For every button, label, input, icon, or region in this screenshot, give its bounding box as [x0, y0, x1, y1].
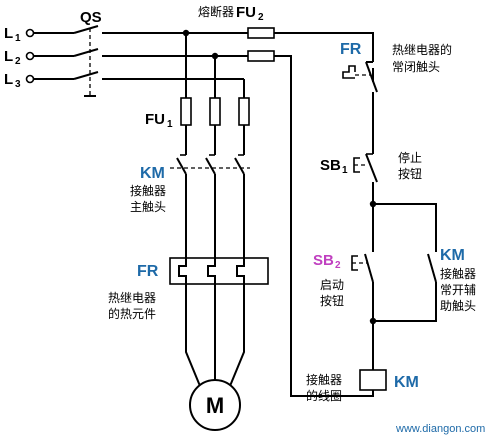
fuse-fu1: FU 1	[145, 97, 250, 130]
wire-u-motor	[185, 284, 201, 387]
svg-text:按钮: 按钮	[398, 166, 422, 181]
watermark: www.diangon.com	[395, 423, 485, 435]
terminal-l1: L 1	[4, 25, 35, 44]
fr-nc-contact: FR 热继电器的 常闭触头	[340, 41, 452, 93]
svg-text:接触器: 接触器	[130, 183, 166, 198]
qs-switch: QS	[73, 9, 102, 97]
svg-text:FR: FR	[137, 263, 159, 280]
svg-text:1: 1	[15, 33, 21, 44]
svg-text:停止: 停止	[398, 150, 422, 165]
svg-text:KM: KM	[440, 247, 465, 264]
svg-text:熔断器: 熔断器	[198, 4, 234, 19]
wire-aux-top	[373, 203, 437, 244]
km-aux-contact: KM 接触器 常开辅 助触头	[427, 244, 476, 313]
svg-text:FU: FU	[145, 111, 165, 128]
svg-text:SB: SB	[313, 252, 334, 269]
svg-text:FR: FR	[340, 41, 362, 58]
svg-text:启动: 启动	[320, 278, 344, 292]
svg-text:QS: QS	[80, 9, 102, 26]
fuse-fu2: 熔断器 FU 2	[198, 4, 275, 62]
svg-text:3: 3	[15, 79, 21, 90]
wire-coil-bottom	[360, 390, 374, 397]
svg-text:接触器: 接触器	[440, 266, 476, 281]
svg-text:主触头: 主触头	[130, 200, 166, 214]
wire-ctrl-return	[274, 55, 360, 397]
sb2-start-button: SB 2 启动 按钮	[313, 244, 374, 308]
wire-w-motor	[229, 284, 245, 387]
svg-text:KM: KM	[140, 165, 165, 182]
wire-aux-bottom	[373, 282, 437, 322]
svg-text:助触头: 助触头	[440, 299, 476, 313]
motor: M	[189, 379, 241, 431]
wire-ctrl-top	[274, 32, 374, 62]
terminal-l2: L 2	[4, 48, 35, 67]
svg-text:1: 1	[167, 119, 173, 130]
svg-text:KM: KM	[394, 374, 419, 391]
svg-text:L: L	[4, 25, 13, 42]
svg-text:FU: FU	[236, 4, 256, 21]
km-coil: KM 接触器 的线圈	[306, 369, 419, 403]
terminal-l3: L 3	[4, 71, 35, 90]
svg-text:按钮: 按钮	[320, 293, 344, 308]
svg-text:热继电器: 热继电器	[108, 291, 156, 305]
km-main-contacts: KM 接触器 主触头	[130, 148, 250, 214]
svg-text:L: L	[4, 71, 13, 88]
svg-text:常闭触头: 常闭触头	[392, 60, 440, 74]
svg-text:2: 2	[258, 12, 264, 23]
svg-text:L: L	[4, 48, 13, 65]
sb1-stop-button: SB 1 停止 按钮	[320, 148, 422, 183]
svg-text:1: 1	[342, 165, 348, 176]
svg-text:的热元件: 的热元件	[108, 306, 156, 321]
svg-text:热继电器的: 热继电器的	[392, 42, 452, 57]
svg-text:接触器: 接触器	[306, 372, 342, 387]
svg-text:2: 2	[15, 56, 21, 67]
svg-text:SB: SB	[320, 157, 341, 174]
junction-ctrl-top	[369, 200, 377, 208]
junction-ctrl-bottom	[369, 317, 377, 325]
svg-text:2: 2	[335, 260, 341, 271]
svg-text:M: M	[206, 393, 224, 418]
svg-text:的线圈: 的线圈	[306, 388, 342, 403]
svg-text:常开辅: 常开辅	[440, 283, 476, 297]
fr-thermal-element: FR 热继电器 的热元件	[108, 257, 269, 321]
